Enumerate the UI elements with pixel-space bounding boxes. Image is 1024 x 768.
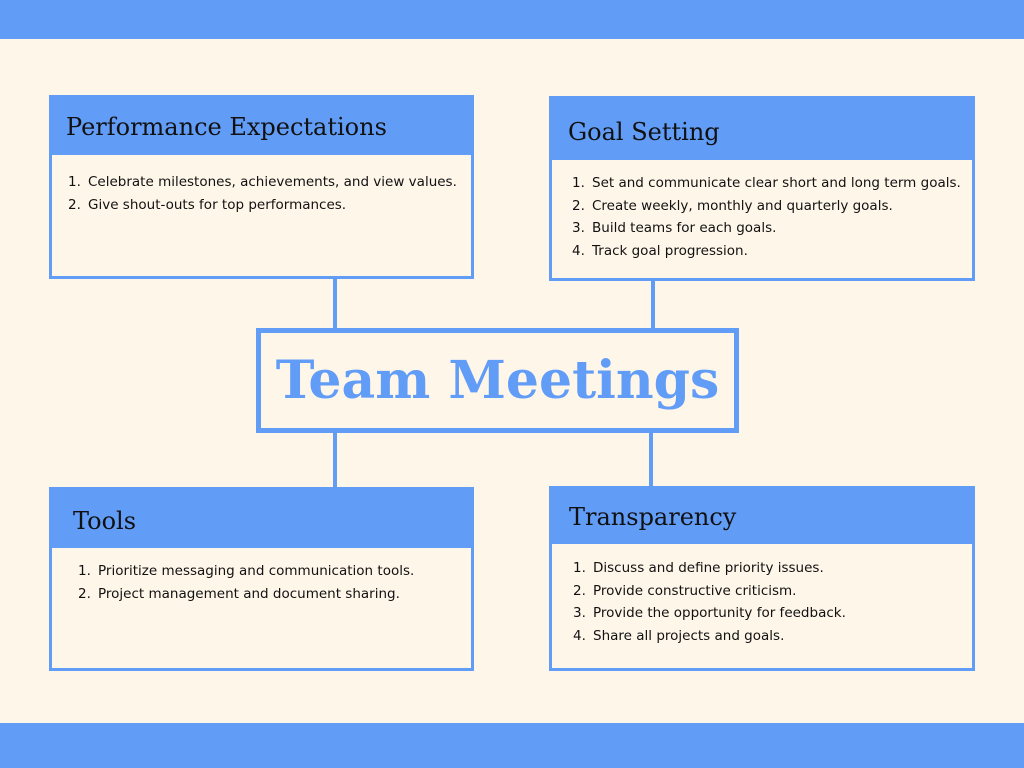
box-title: Goal Setting: [552, 99, 972, 160]
list-item: 1.Prioritize messaging and communication…: [78, 563, 415, 579]
list-item: 2.Project management and document sharin…: [78, 585, 400, 602]
item-text: Build teams for each goals.: [592, 220, 777, 236]
item-text: Discuss and define priority issues.: [593, 560, 824, 576]
list-item: 3.Build teams for each goals.: [572, 220, 777, 236]
item-text: Share all projects and goals.: [593, 627, 785, 644]
item-text: Project management and document sharing.: [98, 585, 400, 602]
box-performance-expectations: Performance Expectations 1.Celebrate mil…: [49, 95, 474, 279]
item-text: Prioritize messaging and communication t…: [98, 563, 415, 579]
list-item: 2.Provide constructive criticism.: [573, 582, 797, 599]
bottom-banner: [0, 723, 1024, 768]
item-list: 1.Celebrate milestones, achievements, an…: [52, 155, 471, 216]
connector-line: [649, 432, 653, 487]
item-list: 1.Set and communicate clear short and lo…: [552, 160, 972, 262]
box-tools: Tools 1.Prioritize messaging and communi…: [49, 487, 474, 671]
top-banner: [0, 0, 1024, 39]
box-title: Transparency: [552, 489, 972, 544]
item-text: Give shout-outs for top performances.: [88, 196, 347, 213]
list-item: 1.Discuss and define priority issues.: [573, 560, 824, 576]
list-item: 4.Share all projects and goals.: [573, 627, 785, 644]
item-text: Provide the opportunity for feedback.: [593, 605, 846, 621]
list-item: 1.Set and communicate clear short and lo…: [572, 175, 961, 191]
connector-line: [333, 432, 337, 488]
item-text: Celebrate milestones, achievements, and …: [88, 174, 457, 190]
box-title: Tools: [52, 490, 471, 548]
list-item: 1.Celebrate milestones, achievements, an…: [68, 174, 457, 190]
box-goal-setting: Goal Setting 1.Set and communicate clear…: [549, 96, 975, 281]
list-item: 2.Create weekly, monthly and quarterly g…: [572, 197, 893, 214]
box-title: Performance Expectations: [52, 98, 471, 155]
item-text: Create weekly, monthly and quarterly goa…: [592, 197, 893, 214]
item-text: Provide constructive criticism.: [593, 582, 797, 599]
item-text: Track goal progression.: [592, 242, 748, 259]
list-item: 4.Track goal progression.: [572, 242, 748, 259]
list-item: 3.Provide the opportunity for feedback.: [573, 605, 846, 621]
central-topic: Team Meetings: [256, 328, 739, 433]
item-list: 1.Prioritize messaging and communication…: [52, 548, 471, 605]
central-title: Team Meetings: [275, 350, 720, 411]
box-transparency: Transparency 1.Discuss and define priori…: [549, 486, 975, 671]
connector-line: [333, 278, 337, 329]
connector-line: [651, 280, 655, 329]
item-text: Set and communicate clear short and long…: [592, 175, 961, 191]
list-item: 2.Give shout-outs for top performances.: [68, 196, 347, 213]
item-list: 1.Discuss and define priority issues. 2.…: [552, 544, 972, 647]
